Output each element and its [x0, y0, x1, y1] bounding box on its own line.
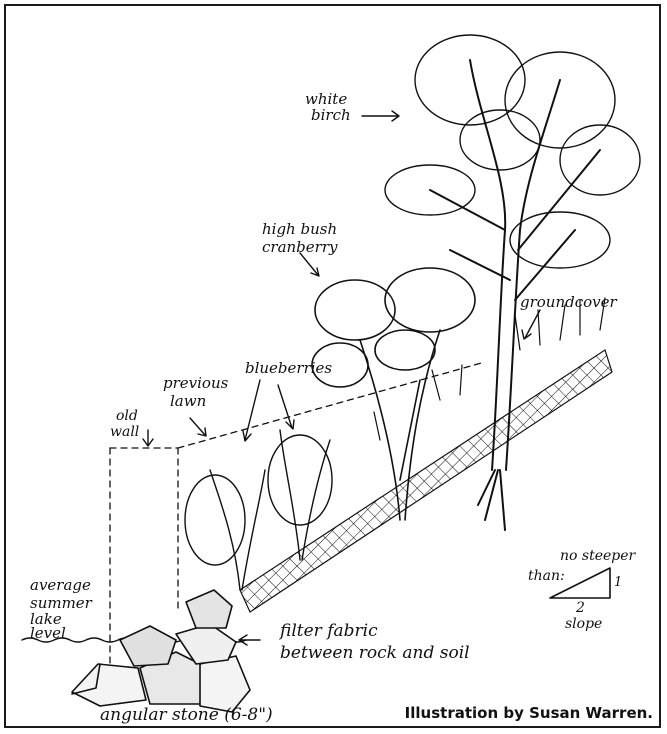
- label-than: than:: [528, 568, 565, 584]
- label-blueberries: blueberries: [245, 359, 332, 377]
- label-old-wall-2: wall: [110, 424, 139, 440]
- label-no-steeper: no steeper: [560, 548, 637, 564]
- label-cranberry-1: high bush: [262, 220, 337, 238]
- high-bush-cranberry: [312, 268, 475, 520]
- label-fabric-2: between rock and soil: [280, 643, 470, 663]
- label-lake-1: average: [30, 576, 91, 594]
- birch-foliage: [385, 35, 640, 268]
- label-lake-4: level: [30, 624, 66, 642]
- label-cranberry-2: cranberry: [262, 238, 338, 256]
- label-white-birch-2: birch: [311, 106, 351, 124]
- label-angular-stone: angular stone (6-8"): [100, 705, 273, 725]
- angular-stones: [72, 590, 250, 712]
- label-previous-lawn-2: lawn: [170, 392, 206, 410]
- label-groundcover: groundcover: [520, 293, 618, 311]
- label-slope: slope: [565, 616, 602, 632]
- label-previous-lawn-1: previous: [163, 374, 229, 392]
- label-slope-run: 2: [575, 600, 585, 616]
- label-fabric-1: filter fabric: [278, 621, 378, 641]
- label-old-wall-1: old: [116, 408, 138, 424]
- illustration-credit: Illustration by Susan Warren.: [405, 704, 653, 722]
- groundcover-plants: [374, 298, 605, 440]
- label-slope-rise: 1: [614, 575, 622, 590]
